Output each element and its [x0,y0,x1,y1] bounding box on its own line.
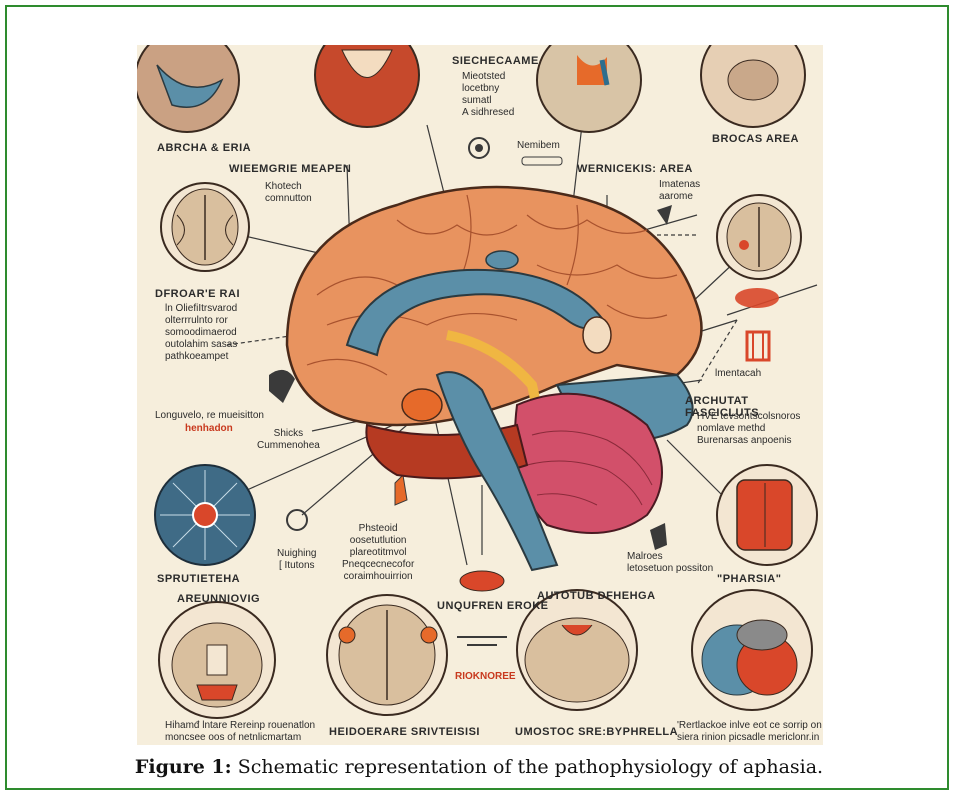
label-archutat-body: HVE tevsontscolsnoros nomlave methd Bure… [697,411,800,447]
label-heldoerare: HEIDOERARE SRIVTEISISI [329,726,480,738]
label-nuighing: Nuighing [ Itutons [277,548,316,572]
brain [287,187,702,570]
label-siechecaame: SIECHECAAME [452,55,539,67]
aphasia-illustration: SIECHECAAME Mieotsted locetbny sumatl A … [137,45,823,745]
caption-text: Schematic representation of the pathophy… [232,756,823,778]
label-dfroare-body: ln OliefiItrsvarod olterrrulnto ror somo… [165,303,237,363]
label-dfroare: DFROAR'E RAI [155,288,240,300]
label-autotub: AUTOTUB DFHEHGA [537,590,656,602]
label-nemibem: Nemibem [517,140,560,152]
label-unqufren: UNQUFREN EROKE [437,600,549,612]
label-areunniovig: AREUNNIOVIG [177,593,260,605]
label-pharsia: "PHARSIA" [717,573,781,585]
right-circles [717,195,817,565]
label-wieemgrie: WIEEMGRIE MEAPEN [229,163,351,175]
label-imatenas: Imatenas aarome [659,179,700,203]
label-abrcha: ABRCHA & ERIA [157,142,251,154]
label-imentacah: lmentacah [715,368,761,380]
label-sprutieteha: SPRUTIETEHA [157,573,240,585]
bottom-circles [327,590,812,715]
label-hihamd: Hihamđ lntare Rereinp rouenatlon moncsee… [165,720,315,744]
label-longuvelo: Longuvelo, re mueisitton [155,410,264,422]
label-wernicke: WERNICEKIS: AREA [577,163,693,175]
label-umostoc: UMOSTOC SRE:BYPHRELLA [515,726,678,738]
label-brocas: BROCAS AREA [712,133,799,145]
caption-label: Figure 1: [135,756,232,778]
label-phsteoid: Phsteoid oosetutlution plareotitmvol Pne… [342,523,414,583]
label-mieotsted: Mieotsted locetbny sumatl A sidhresed [462,71,514,119]
label-khotech: Khotech comnutton [265,181,312,205]
label-rioknoree: RIOKNOREE [455,671,516,683]
figure-caption: Figure 1: Schematic representation of th… [0,756,958,778]
label-malroes: Malroes letosetuon possiton [627,551,713,575]
label-henhadon: henhadon [185,423,233,435]
label-shicks: Shicks Cummenohea [257,428,320,452]
label-rertlackoe: 'Rertlackoe inlve eot ce sorrip on siera… [677,720,822,744]
